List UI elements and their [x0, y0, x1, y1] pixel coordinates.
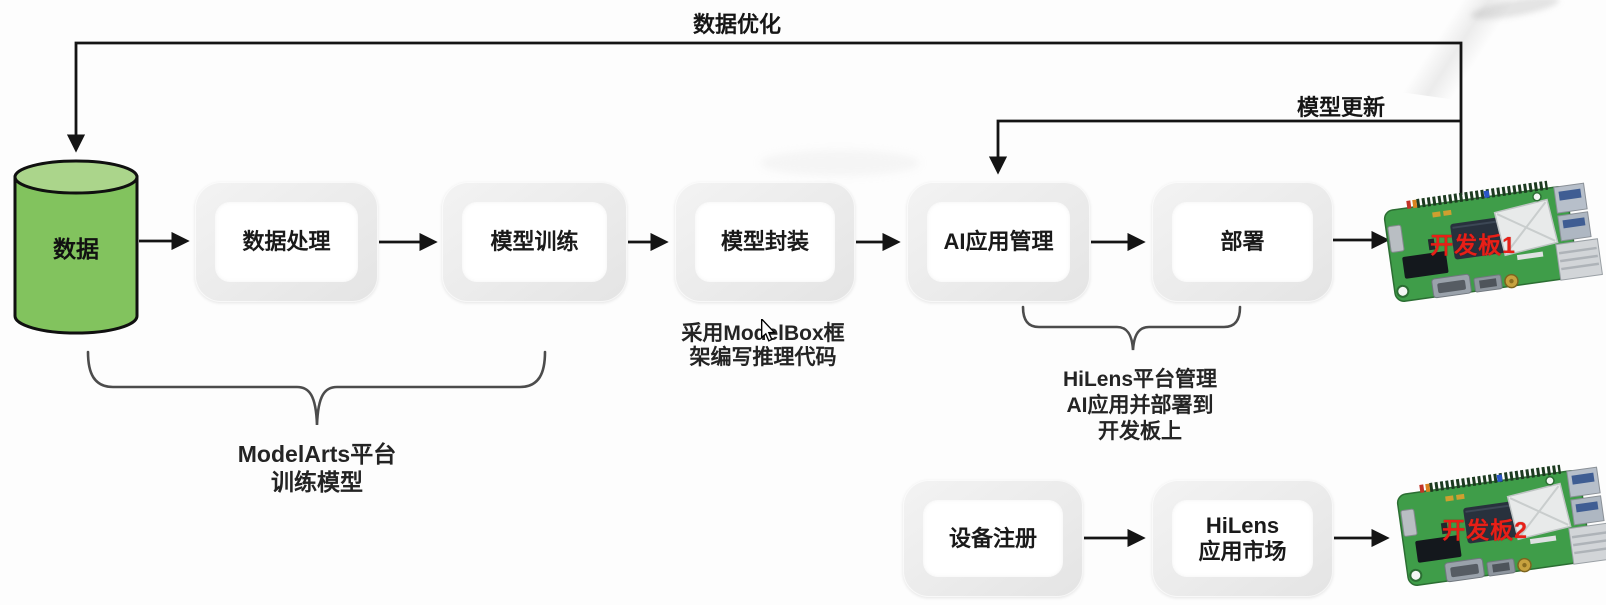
step-inner-panel: 模型封装: [695, 202, 835, 282]
annotation-modelarts-platform: ModelArts平台 训练模型: [237, 441, 397, 495]
step-model-training: 模型训练: [442, 182, 627, 302]
label-data-optimization: 数据优化: [692, 12, 781, 37]
dev-board-2-label: 开发板2: [1442, 517, 1528, 543]
step-device-registration: 设备注册: [903, 480, 1083, 597]
step-label: AI应用管理: [943, 229, 1054, 254]
step-inner-panel: 数据处理: [215, 202, 358, 282]
data-cylinder-label: 数据: [53, 236, 99, 262]
step-ai-app-management: AI应用管理: [907, 182, 1090, 302]
label-model-update: 模型更新: [1296, 95, 1385, 120]
dev-board-1-label: 开发板1: [1430, 232, 1516, 258]
step-inner-panel: AI应用管理: [927, 202, 1070, 282]
step-label: 设备注册: [948, 525, 1037, 551]
step-inner-panel: 设备注册: [923, 500, 1063, 577]
mouse-cursor-icon: [760, 319, 776, 342]
brace-modelarts-scope: [86, 350, 547, 426]
step-label: 模型训练: [490, 229, 579, 254]
step-data-processing: 数据处理: [195, 182, 378, 302]
brace-hilens-scope: [1021, 305, 1242, 351]
step-label: HiLens 应用市场: [1198, 512, 1287, 564]
step-deployment: 部署: [1152, 182, 1333, 302]
step-hilens-app-market: HiLens 应用市场: [1152, 480, 1333, 597]
step-label: 模型封装: [720, 229, 809, 254]
arrow-data-optimization-feedback: [66, 41, 1463, 195]
step-label: 数据处理: [242, 229, 331, 254]
step-model-packaging: 模型封装: [675, 182, 855, 302]
step-label: 部署: [1220, 229, 1265, 254]
annotation-hilens-platform: HiLens平台管理 AI应用并部署到 开发板上: [1062, 368, 1217, 443]
database-cylinder-icon: [13, 159, 139, 335]
step-inner-panel: HiLens 应用市场: [1172, 500, 1313, 577]
step-inner-panel: 模型训练: [462, 202, 607, 282]
step-inner-panel: 部署: [1172, 202, 1313, 282]
arrow-model-update-feedback: [988, 119, 1461, 175]
